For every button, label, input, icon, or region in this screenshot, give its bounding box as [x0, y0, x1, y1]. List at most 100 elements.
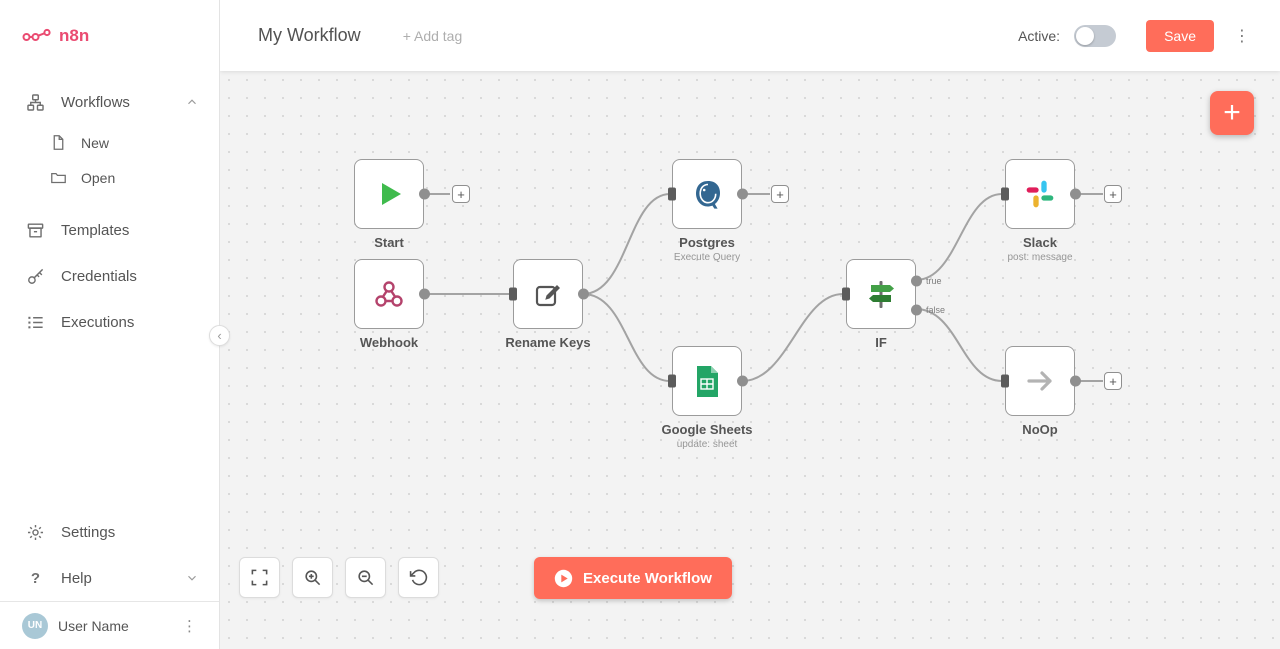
list-icon: [26, 313, 45, 332]
header-right: Active: Save ⋮: [1018, 19, 1280, 52]
node-slack[interactable]: Slack post: message: [1001, 159, 1081, 263]
reset-zoom-icon: [409, 568, 428, 587]
sidebar-item-new[interactable]: New: [0, 125, 219, 160]
sidebar-item-label: Templates: [61, 221, 130, 239]
add-node-endpoint-postgres[interactable]: +: [771, 185, 789, 203]
sidebar-item-templates[interactable]: Templates: [0, 207, 219, 253]
sidebar-item-settings[interactable]: Settings: [0, 509, 219, 555]
webhook-icon: [373, 278, 405, 310]
user-row[interactable]: UN User Name ⋮: [0, 601, 219, 649]
execute-workflow-button[interactable]: Execute Workflow: [534, 557, 732, 599]
add-node-endpoint-noop[interactable]: +: [1104, 372, 1122, 390]
output-connector[interactable]: [1070, 375, 1081, 387]
postgres-icon: [691, 178, 724, 211]
fit-view-icon: [250, 568, 269, 587]
input-connector[interactable]: [1001, 374, 1009, 388]
output-connector[interactable]: [419, 288, 430, 300]
play-icon: [374, 179, 404, 209]
n8n-logo-icon: [22, 26, 52, 46]
sidebar-item-workflows[interactable]: Workflows: [0, 79, 219, 125]
canvas-controls: [239, 557, 439, 598]
sidebar-item-executions[interactable]: Executions: [0, 299, 219, 345]
plus-icon: +: [1109, 186, 1117, 202]
folder-icon: [50, 169, 67, 186]
node-rename-keys[interactable]: Rename Keys: [505, 259, 591, 350]
workflow-title[interactable]: My Workflow: [258, 25, 361, 45]
slack-icon: [1024, 178, 1056, 210]
input-connector[interactable]: [842, 287, 850, 301]
sidebar-item-help[interactable]: ? Help: [0, 555, 219, 601]
arrow-right-icon: [1023, 364, 1057, 398]
question-mark-icon: ?: [30, 569, 41, 587]
output-connector-false[interactable]: [911, 304, 922, 316]
add-node-button[interactable]: +: [1210, 91, 1254, 135]
sidebar-collapse-button[interactable]: ‹: [209, 325, 230, 346]
sidebar-menu: Workflows New Open: [0, 71, 219, 345]
sidebar-item-label: Open: [81, 169, 116, 186]
zoom-in-button[interactable]: [292, 557, 333, 598]
plus-icon: +: [1109, 373, 1117, 389]
plus-icon: +: [1223, 96, 1241, 129]
output-connector[interactable]: [737, 375, 748, 387]
sidebar-item-label: Settings: [61, 523, 116, 541]
chevron-up-icon[interactable]: [185, 95, 199, 109]
user-name: User Name: [58, 617, 129, 634]
gear-icon: [26, 523, 45, 542]
key-icon: [26, 267, 45, 286]
input-connector[interactable]: [668, 187, 676, 201]
input-connector[interactable]: [668, 374, 676, 388]
output-connector[interactable]: [737, 188, 748, 200]
box-icon: [26, 221, 45, 240]
save-button[interactable]: Save: [1146, 19, 1214, 52]
chevron-down-icon[interactable]: [185, 571, 199, 585]
zoom-in-icon: [303, 568, 322, 587]
file-icon: [50, 134, 67, 151]
sidebar: n8n Workflows New: [0, 0, 220, 649]
signpost-icon: [864, 277, 898, 311]
sidebar-item-label: Executions: [61, 313, 135, 331]
sidebar-item-label: New: [81, 134, 110, 151]
input-connector[interactable]: [1001, 187, 1009, 201]
app-logo[interactable]: n8n: [0, 0, 219, 71]
active-toggle[interactable]: [1074, 24, 1117, 47]
sidebar-item-credentials[interactable]: Credentials: [0, 253, 219, 299]
sidebar-item-label: Credentials: [61, 267, 137, 285]
connection-edges: [424, 193, 1103, 382]
google-sheets-icon: [694, 365, 720, 398]
reset-zoom-button[interactable]: [398, 557, 439, 598]
input-connector[interactable]: [509, 287, 517, 301]
zoom-out-icon: [356, 568, 375, 587]
sidebar-bottom-menu: Settings ? Help: [0, 509, 219, 601]
brand-name: n8n: [59, 25, 90, 45]
toggle-knob: [1076, 26, 1095, 45]
output-connector-true[interactable]: [911, 275, 922, 287]
avatar: UN: [22, 612, 48, 639]
node-postgres[interactable]: Postgres Execute Query: [668, 159, 748, 263]
plus-icon: +: [457, 186, 465, 202]
collapse-chevron-icon: ‹: [217, 328, 222, 343]
output-connector[interactable]: [419, 188, 430, 200]
zoom-out-button[interactable]: [345, 557, 386, 598]
node-google-sheets[interactable]: Google Sheets update: sheet: [661, 346, 753, 450]
workflow-icon: [26, 93, 45, 112]
zoom-to-fit-button[interactable]: [239, 557, 280, 598]
node-noop[interactable]: NoOp: [1001, 346, 1081, 437]
output-connector[interactable]: [1070, 188, 1081, 200]
execute-workflow-label: Execute Workflow: [583, 569, 712, 587]
add-node-endpoint-slack[interactable]: +: [1104, 185, 1122, 203]
node-webhook[interactable]: Webhook: [354, 259, 430, 350]
sidebar-item-open[interactable]: Open: [0, 160, 219, 195]
sidebar-spacer: [0, 345, 219, 509]
play-circle-icon: [554, 569, 573, 588]
output-connector[interactable]: [578, 288, 589, 300]
workflow-canvas[interactable]: Start Webhook Rename Keys: [220, 71, 1280, 649]
sidebar-item-label: Help: [61, 569, 92, 587]
node-start[interactable]: Start: [354, 159, 430, 250]
add-tag-button[interactable]: + Add tag: [402, 27, 463, 44]
active-label: Active:: [1018, 27, 1061, 44]
node-if[interactable]: true false IF: [842, 259, 945, 350]
workflow-menu-kebab-icon[interactable]: ⋮: [1234, 27, 1250, 45]
add-node-endpoint-start[interactable]: +: [452, 185, 470, 203]
user-menu-kebab-icon[interactable]: ⋮: [182, 617, 197, 635]
workflow-header: My Workflow + Add tag Active: Save ⋮: [220, 0, 1280, 71]
